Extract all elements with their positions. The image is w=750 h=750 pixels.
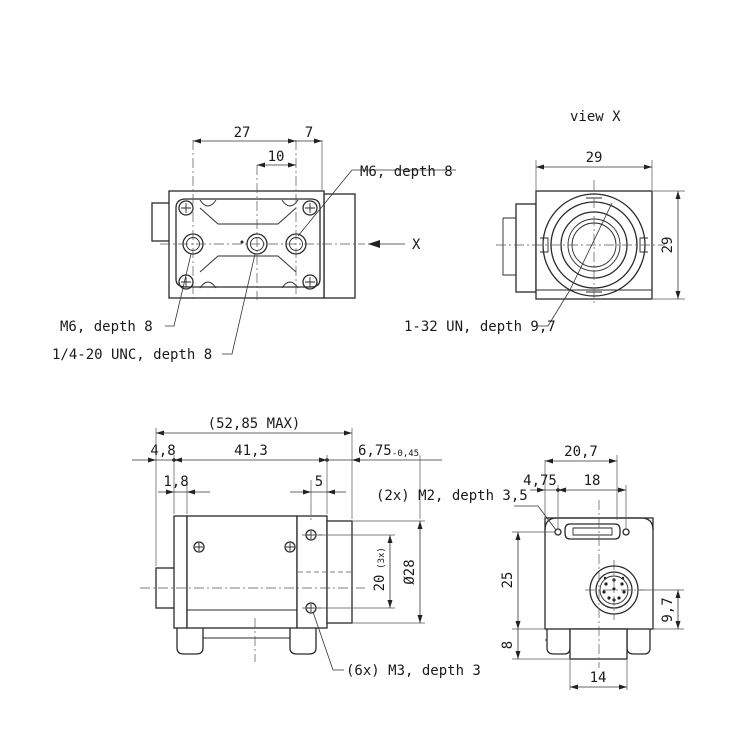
screw-icon [193, 541, 205, 553]
callout-unc: 1/4-20 UNC, depth 8 [52, 347, 212, 363]
rear-bottom-tab [569, 628, 628, 660]
screw-icon [284, 541, 296, 553]
dim-8: 8 [500, 641, 516, 649]
callout-m2: (2x) M2, depth 3,5 [376, 488, 528, 504]
dim-27: 27 [234, 125, 251, 141]
screw-icon [178, 200, 194, 216]
dim-6-75: 6,75 [358, 443, 392, 459]
dim-4-8: 4,8 [150, 443, 175, 459]
callout-m3: (6x) M3, depth 3 [346, 663, 481, 679]
dim-1-8: 1,8 [163, 474, 188, 490]
center-dot [240, 240, 244, 244]
dim-25: 25 [500, 572, 516, 589]
usb-connector [564, 523, 621, 540]
rear-view: 20,7 4,75 18 (2x) M2, depth 3,5 25 8 9,7 [376, 444, 684, 690]
view-x-title: view X [570, 109, 621, 125]
lens-housing [323, 193, 356, 299]
dim-10: 10 [268, 149, 285, 165]
io-connector [589, 565, 639, 615]
dim-18: 18 [584, 473, 601, 489]
dim-4-75: 4,75 [523, 473, 557, 489]
side-stub [515, 203, 537, 293]
dim-29-width: 29 [586, 150, 603, 166]
dim-14: 14 [590, 670, 607, 686]
dim-6-75-tolerance: -0,45 [392, 449, 419, 459]
screw-icon [302, 200, 318, 216]
dim-20: 20 [372, 575, 388, 592]
dim-9-7: 9,7 [660, 597, 676, 622]
camera-body-side [186, 515, 298, 629]
dim-20-7: 20,7 [564, 444, 598, 460]
dim-dia-28: Ø28 [402, 559, 418, 584]
callout-lens-thread: 1-32 UN, depth 9,7 [404, 319, 556, 335]
dim-20-note: (3x) [377, 547, 387, 569]
screw-icon [178, 274, 194, 290]
dim-7: 7 [305, 125, 313, 141]
connector-stub [151, 202, 172, 242]
top-view: 27 7 10 X M6, depth 8 M6, depth 8 1/4-20… [52, 125, 456, 363]
dim-5: 5 [315, 474, 323, 490]
dim-29-height: 29 [660, 237, 676, 254]
screw-icon [302, 274, 318, 290]
front-view: view X 1-32 UN, depth 9,7 29 [404, 109, 685, 335]
callout-m6-top: M6, depth 8 [360, 164, 453, 180]
dim-overall: (52,85 MAX) [208, 416, 301, 432]
side-view: (52,85 MAX) 4,8 41,3 6,75 -0,45 1,8 5 20… [132, 416, 481, 679]
view-arrow-x: X [412, 237, 421, 253]
dim-41-3: 41,3 [234, 443, 268, 459]
callout-m6-left: M6, depth 8 [60, 319, 153, 335]
